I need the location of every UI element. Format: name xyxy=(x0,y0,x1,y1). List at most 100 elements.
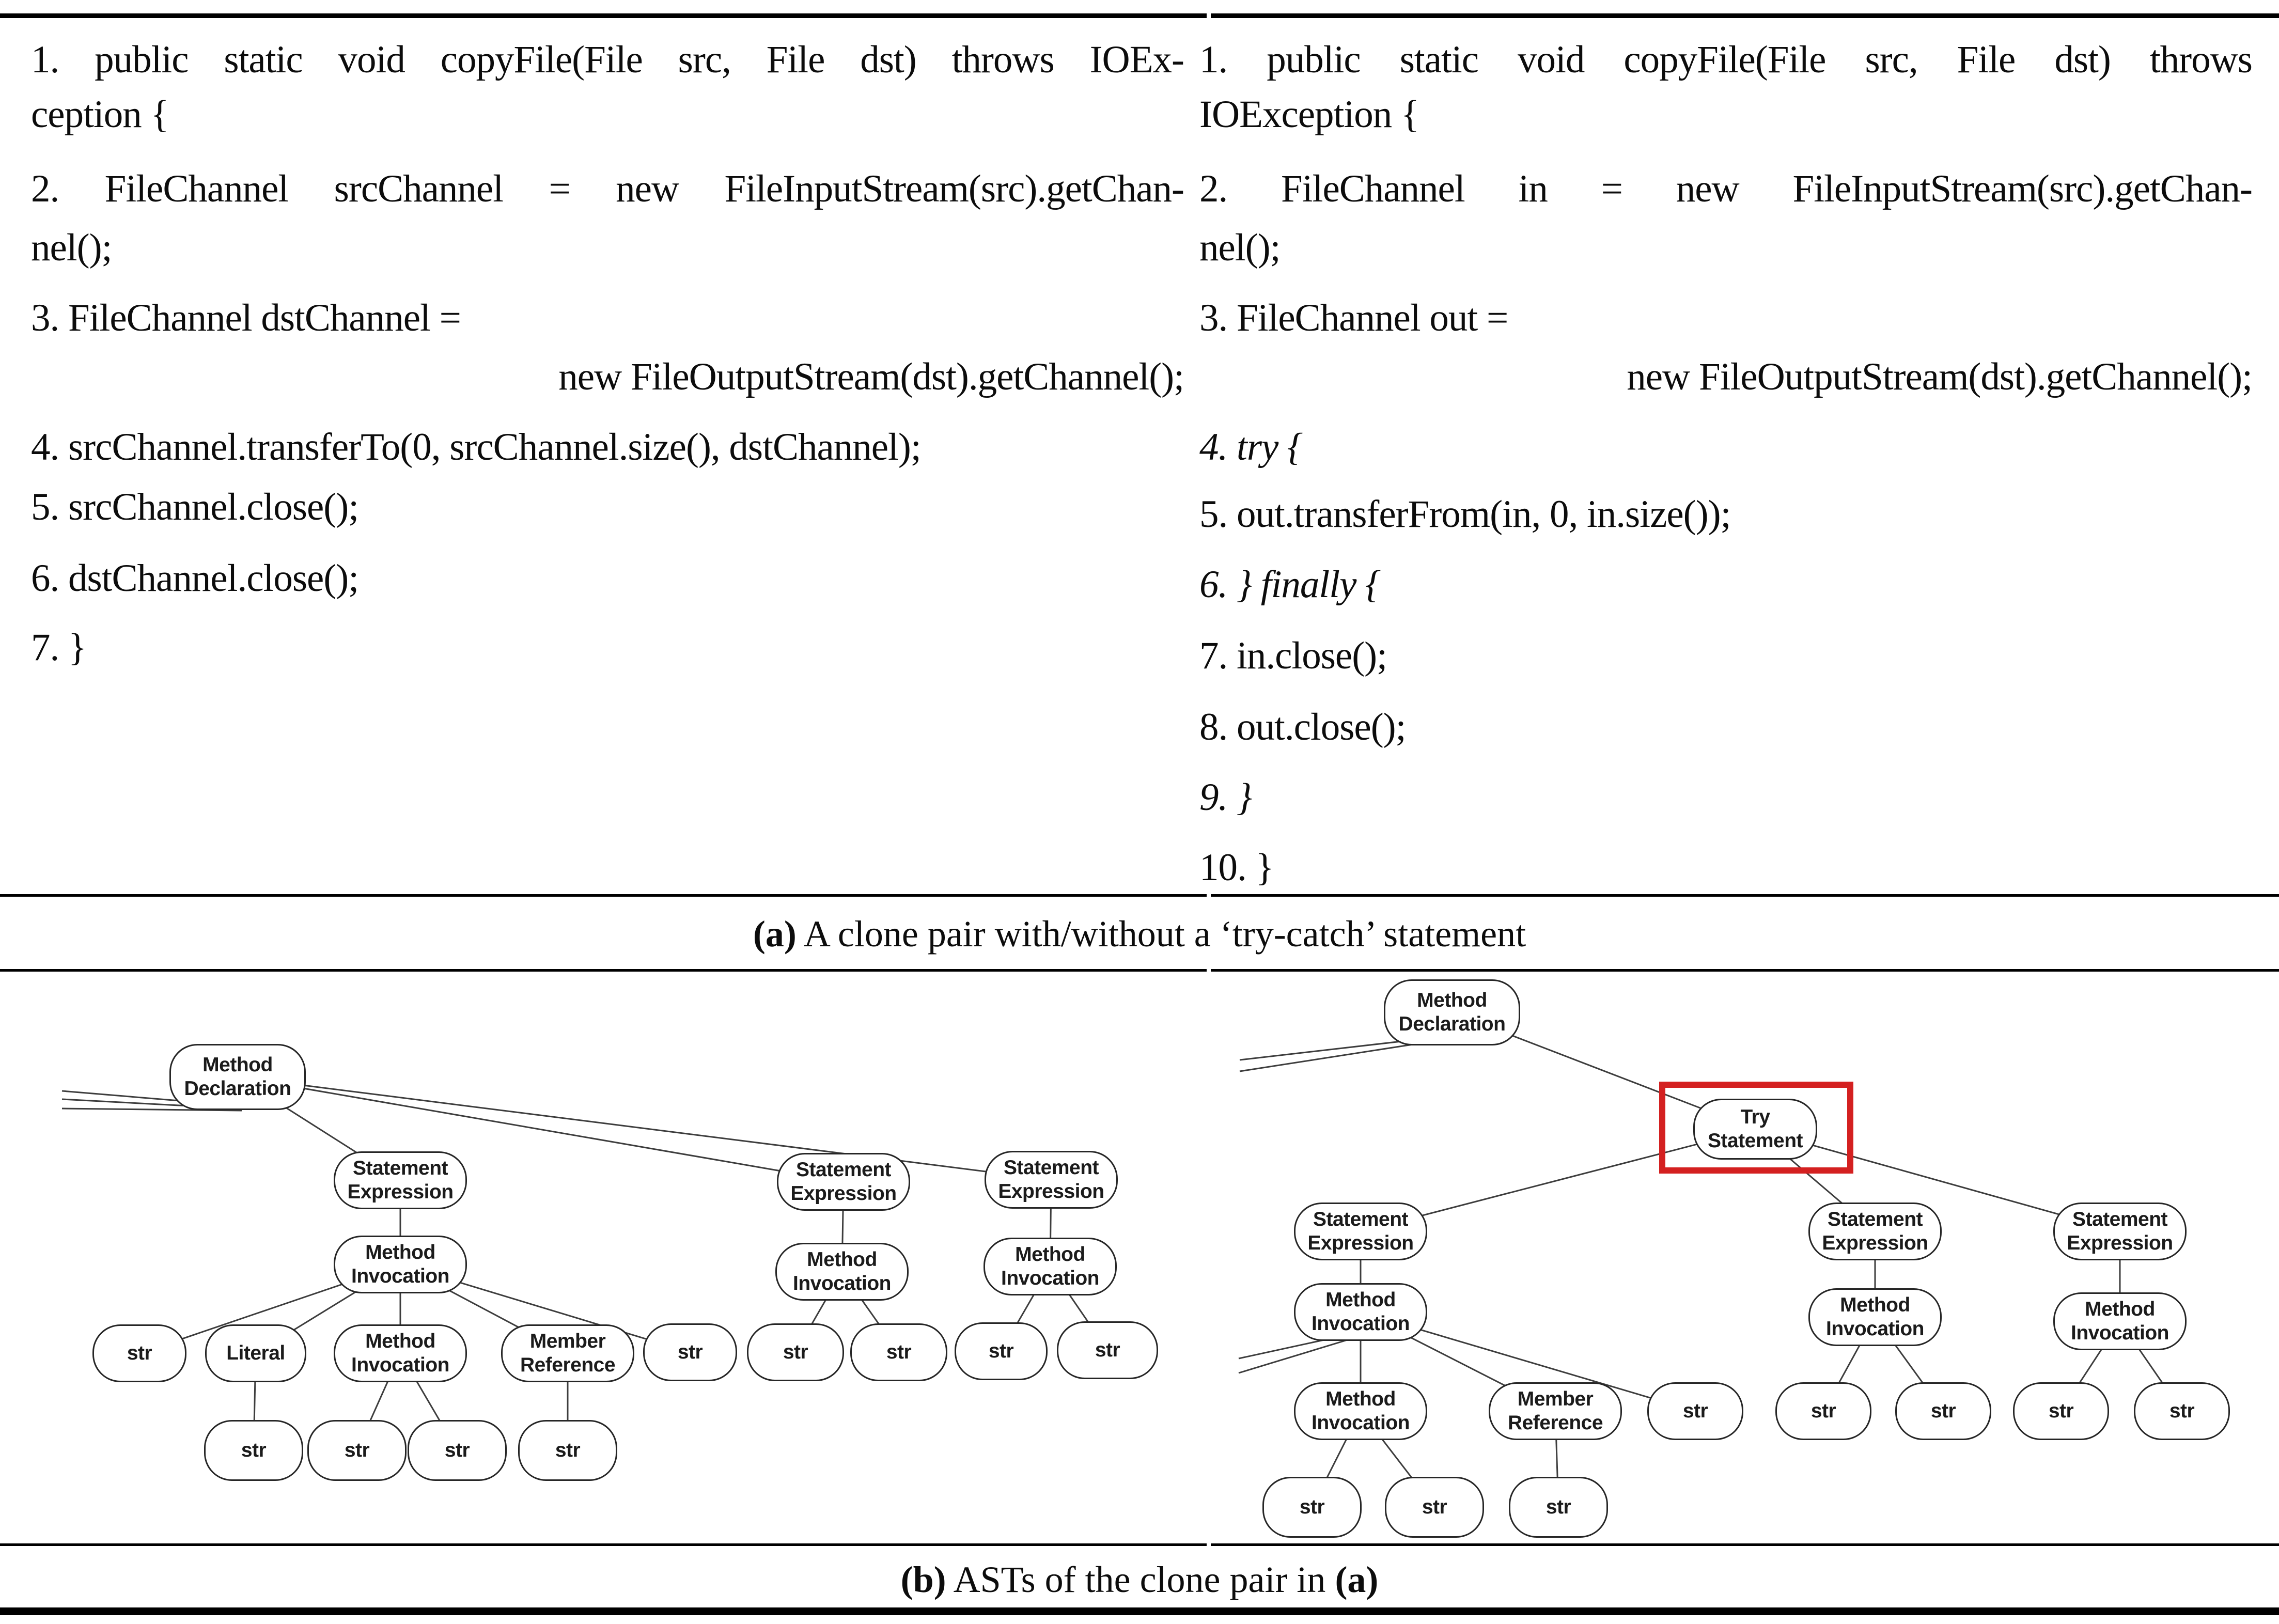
code-line: nel(); xyxy=(31,226,112,269)
ast-node-strd: str xyxy=(850,1323,947,1381)
ast-node-label: Statement xyxy=(1707,1130,1803,1152)
code-line: new FileOutputStream(dst).getChannel(); xyxy=(1627,355,2253,398)
code-line: nel(); xyxy=(1199,226,1281,269)
code-line: 4. try { xyxy=(1199,426,1303,469)
ast-node-label: str xyxy=(2169,1400,2195,1422)
ast-edge-line xyxy=(61,1107,242,1112)
code-line: 2. FileChannel srcChannel = new FileInpu… xyxy=(31,167,1184,210)
rule-above-caption-a-left xyxy=(0,894,1207,897)
code-line: 3. FileChannel dstChannel = xyxy=(31,296,461,339)
rule-above-caption-a-right xyxy=(1211,894,2279,897)
ast-node-label: Invocation xyxy=(792,1272,892,1294)
ast-node-label: Try xyxy=(1740,1106,1770,1128)
ast-edge-line xyxy=(1360,1128,1756,1232)
ast-node-label: str xyxy=(677,1341,703,1363)
code-line: 5. srcChannel.close(); xyxy=(31,486,359,528)
ast-node-rstr7: str xyxy=(1385,1477,1484,1538)
ast-node-label: str xyxy=(241,1439,267,1461)
caption-b-label: (b) xyxy=(900,1559,946,1600)
rule-below-caption-a-left xyxy=(0,969,1207,972)
code-line: 7. } xyxy=(31,626,87,669)
ast-node-label: Invocation xyxy=(1311,1313,1410,1335)
ast-node-rstr6: str xyxy=(1262,1477,1362,1538)
code-line: 7. in.close(); xyxy=(1199,634,1387,677)
ast-node-label: Method xyxy=(365,1330,435,1352)
ast-node-label: str xyxy=(344,1439,370,1461)
ast-node-label: Reference xyxy=(1507,1412,1603,1434)
caption-a-label: (a) xyxy=(753,913,797,955)
ast-node-strh: str xyxy=(307,1420,407,1481)
ast-node-label: Reference xyxy=(520,1354,616,1376)
ast-node-label: Declaration xyxy=(1398,1013,1506,1035)
ast-node-rstr1: str xyxy=(1647,1382,1743,1440)
rule-bottom xyxy=(0,1607,2279,1615)
ast-node-label: Method xyxy=(202,1054,273,1076)
ast-node-label: str xyxy=(444,1439,470,1461)
caption-a: (a) A clone pair with/without a ‘try-cat… xyxy=(0,905,2279,963)
ast-node-label: Expression xyxy=(790,1182,897,1205)
code-line: IOException { xyxy=(1199,93,1419,136)
ast-node-label: Statement xyxy=(1827,1208,1923,1230)
ast-node-label: Expression xyxy=(2067,1232,2173,1254)
caption-b-ref-label: (a) xyxy=(1335,1559,1379,1600)
ast-node-label: Invocation xyxy=(351,1354,450,1376)
code-line: 10. } xyxy=(1199,846,1274,889)
ast-node-label: str xyxy=(555,1439,581,1461)
caption-b: (b) ASTs of the clone pair in (a) xyxy=(0,1551,2279,1609)
code-line: 1. public static void copyFile(File src,… xyxy=(31,38,1184,81)
code-line: 6. } finally { xyxy=(1199,563,1381,606)
ast-node-rstr2: str xyxy=(1775,1382,1871,1440)
try-statement-highlight-box xyxy=(1659,1082,1853,1174)
ast-node-label: Literal xyxy=(226,1342,285,1364)
ast-edge-line xyxy=(237,1076,844,1183)
ast-node-rstr4: str xyxy=(2013,1382,2109,1440)
ast-node-label: Invocation xyxy=(1001,1267,1100,1289)
ast-node-label: str xyxy=(1930,1400,1956,1422)
rule-below-caption-a-right xyxy=(1211,969,2279,972)
ast-node-label: str xyxy=(1422,1496,1447,1518)
ast-node-label: str xyxy=(1299,1496,1325,1518)
ast-node-label: Method xyxy=(1417,989,1487,1011)
ast-node-strj: str xyxy=(518,1420,617,1481)
rule-above-caption-b-right xyxy=(1211,1543,2279,1546)
code-line: 8. out.close(); xyxy=(1199,706,1406,748)
ast-node-label: str xyxy=(1095,1339,1120,1361)
ast-edge-line xyxy=(1239,1042,1420,1072)
ast-node-label: Method xyxy=(365,1241,435,1263)
ast-node-label: Member xyxy=(1517,1388,1594,1410)
ast-node-label: Expression xyxy=(347,1181,454,1203)
code-line: 9. } xyxy=(1199,776,1252,819)
ast-node-strb: str xyxy=(643,1323,737,1381)
ast-node-label: Method xyxy=(1325,1289,1396,1311)
ast-node-label: Invocation xyxy=(351,1265,450,1287)
rule-top-left xyxy=(0,13,1207,18)
caption-a-text: A clone pair with/without a ‘try-catch’ … xyxy=(796,913,1526,955)
ast-node-rstr3: str xyxy=(1895,1382,1991,1440)
ast-node-label: Method xyxy=(1325,1388,1396,1410)
ast-edge-line xyxy=(1238,1338,1351,1374)
ast-node-rstr5: str xyxy=(2134,1382,2230,1440)
code-line: 6. dstChannel.close(); xyxy=(31,557,359,600)
code-line: 4. srcChannel.transferTo(0, srcChannel.s… xyxy=(31,426,922,469)
ast-node-label: str xyxy=(127,1342,152,1364)
ast-node-label: Member xyxy=(529,1330,606,1352)
ast-node-stri: str xyxy=(408,1420,507,1481)
code-line: 2. FileChannel in = new FileInputStream(… xyxy=(1199,167,2253,210)
ast-node-label: str xyxy=(1546,1496,1571,1518)
ast-node-label: str xyxy=(783,1341,808,1363)
code-line: 3. FileChannel out = xyxy=(1199,296,1508,339)
